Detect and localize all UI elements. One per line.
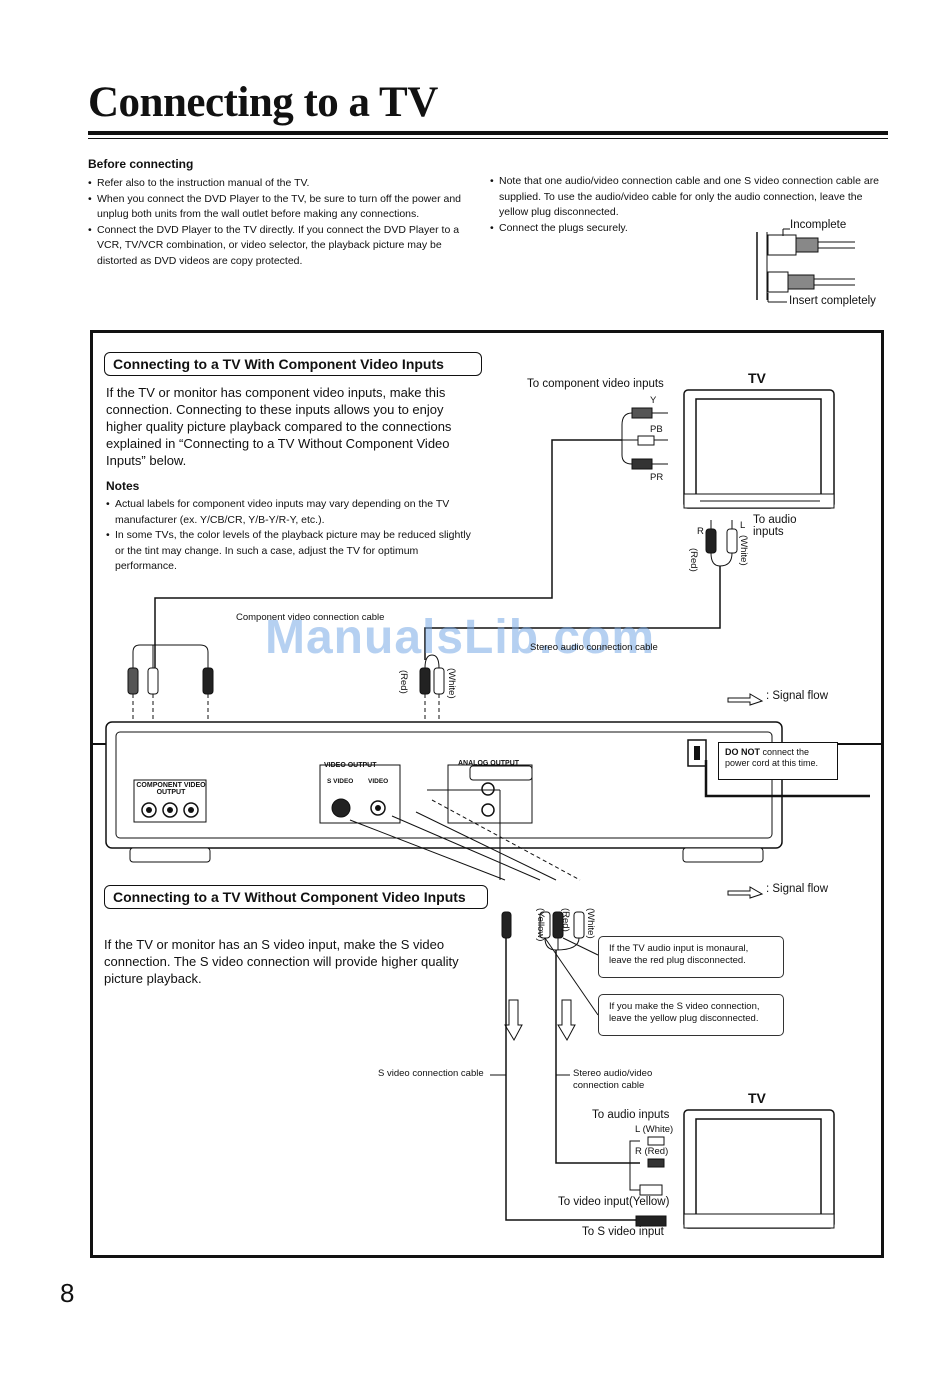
section2-heading: Connecting to a TV Without Component Vid…	[104, 885, 488, 909]
y-label: Y	[650, 395, 657, 406]
component-output-label: COMPONENT VIDEO OUTPUT	[136, 782, 206, 796]
title-rule	[88, 131, 888, 135]
before-list-right: Note that one audio/video connection cab…	[490, 174, 890, 236]
to-video-label: To video input(Yellow)	[558, 1196, 670, 1208]
signal-flow-label: : Signal flow	[766, 690, 829, 702]
s-video-cable-label: S video connection cable	[378, 1068, 484, 1079]
yellow-label: (Yellow)	[535, 908, 546, 942]
stereo-av-cable-label: Stereo audio/video connection cable	[573, 1068, 653, 1091]
tv-label: TV	[748, 1090, 766, 1106]
l-white-label: L (White)	[635, 1124, 674, 1135]
signal-flow-label: : Signal flow	[766, 883, 829, 895]
pb-label: PB	[650, 424, 663, 435]
plug-incomplete-label: Incomplete	[790, 219, 847, 231]
notes-heading: Notes	[106, 479, 140, 493]
analog-output-label: ANALOG OUTPUT	[458, 760, 520, 767]
before-list-left: Refer also to the instruction manual of …	[88, 176, 478, 269]
to-audio-label: To audio inputs	[592, 1109, 670, 1121]
to-s-video-label: To S video input	[582, 1226, 664, 1238]
pr-label: PR	[650, 472, 664, 483]
r-red-label: R (Red)	[635, 1146, 669, 1157]
red-label: (Red)	[560, 908, 571, 932]
notes-list: Actual labels for component video inputs…	[106, 497, 476, 575]
plug-complete-label: Insert completely	[789, 295, 876, 307]
video-label: VIDEO	[368, 778, 389, 785]
do-not-label: DO NOT	[725, 747, 760, 757]
l-label: L	[740, 520, 746, 531]
note-svideo: If you make the S video connection, leav…	[598, 994, 784, 1036]
stereo-cable-label: Stereo audio connection cable	[530, 642, 658, 653]
to-component-label: To component video inputs	[527, 378, 664, 390]
white-label: (White)	[446, 668, 457, 699]
to-audio-label: To audio inputs	[753, 514, 797, 538]
section2-body: If the TV or monitor has an S video inpu…	[104, 937, 459, 986]
list-item: Actual labels for component video inputs…	[106, 497, 476, 528]
list-item: Connect the plugs securely.	[490, 221, 890, 237]
red-label: (Red)	[398, 670, 409, 694]
s-video-label: S VIDEO	[327, 778, 354, 785]
list-item: Note that one audio/video connection cab…	[490, 174, 894, 221]
list-item: In some TVs, the color levels of the pla…	[106, 528, 476, 575]
watermark: ManualsLib.com	[265, 611, 656, 664]
power-warning: DO NOT connect the power cord at this ti…	[718, 742, 838, 780]
section1-heading: Connecting to a TV With Component Video …	[104, 352, 482, 376]
video-output-label: VIDEO OUTPUT	[324, 762, 377, 769]
page-number: 8	[60, 1278, 75, 1308]
red-label: (Red)	[688, 548, 699, 572]
tv-label: TV	[748, 370, 766, 386]
power-warning-text: connect the power cord at this time.	[725, 747, 819, 768]
r-label: R	[697, 526, 704, 537]
component-cable-label: Component video connection cable	[236, 612, 385, 623]
section1-body: If the TV or monitor has component video…	[106, 385, 452, 468]
white-label: (White)	[738, 535, 749, 566]
page-title: Connecting to a TV	[88, 79, 438, 126]
list-item: When you connect the DVD Player to the T…	[88, 192, 478, 223]
list-item: Refer also to the instruction manual of …	[88, 176, 478, 192]
title-rule-thin	[88, 138, 888, 139]
white-label: (White)	[585, 908, 596, 939]
list-item: Connect the DVD Player to the TV directl…	[88, 223, 478, 270]
diagram-frame	[90, 330, 884, 1258]
before-heading: Before connecting	[88, 157, 194, 171]
note-mono: If the TV audio input is monaural, leave…	[598, 936, 784, 978]
